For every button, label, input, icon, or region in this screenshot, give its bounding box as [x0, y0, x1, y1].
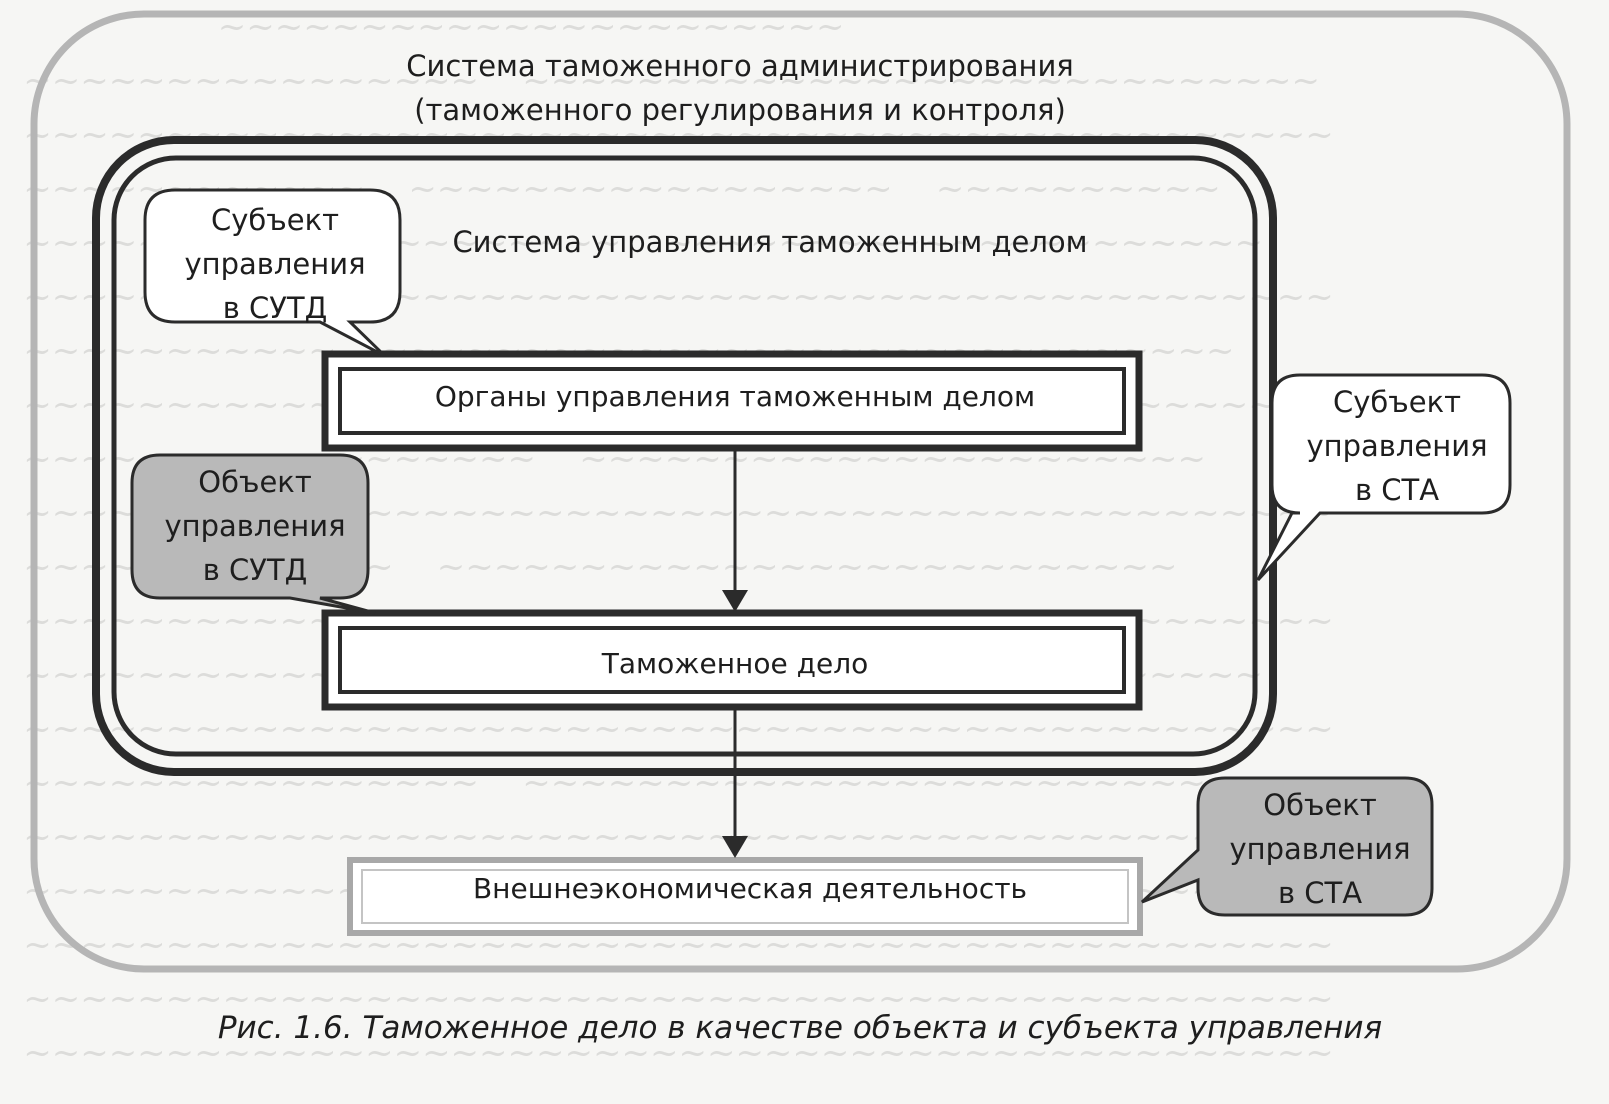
callout-line: управления: [184, 247, 366, 281]
callout-line: Субъект: [1332, 385, 1462, 419]
callout-object-sta-text: Объект управления в СТА: [1195, 783, 1445, 915]
organs-box: [321, 350, 1143, 452]
callout-subject-sutd-text: Субъект управления в СУТД: [150, 198, 400, 330]
organs-box-label: Органы управления таможенным делом: [434, 380, 1036, 413]
callout-line: Субъект: [210, 203, 340, 237]
customs-administration-title-line2: (таможенного регулирования и контроля): [414, 93, 1066, 127]
foreign-economic-activity-box: [347, 857, 1143, 936]
customs-administration-title: Система таможенного администрирования (т…: [260, 44, 1220, 132]
callout-line: управления: [1229, 832, 1411, 866]
callout-line: Объект: [1263, 788, 1377, 822]
foreign-economic-activity-box-label: Внешнеэкономическая деятельность: [472, 872, 1028, 905]
callout-line: в СУТД: [222, 291, 328, 325]
callout-subject-sta-text: Субъект управления в СТА: [1282, 380, 1512, 512]
customs-administration-frame: [30, 10, 1571, 973]
callout-line: управления: [164, 509, 346, 543]
customs-affairs-box: [321, 609, 1143, 711]
arrow-organs-to-customs: [722, 448, 748, 612]
callout-line: в СТА: [1277, 876, 1363, 910]
arrow-customs-to-fea: [722, 707, 748, 858]
callout-object-sutd: [130, 453, 376, 615]
customs-management-title: Система управления таможенным делом: [452, 225, 1088, 259]
figure-caption: Рис. 1.6. Таможенное дело в качестве объ…: [217, 1010, 1383, 1046]
callout-object-sta: [1140, 776, 1434, 917]
callout-subject-sta: [1256, 373, 1512, 582]
callout-line: в СУТД: [202, 553, 308, 587]
callout-subject-sutd: [143, 188, 402, 358]
customs-administration-title-line1: Система таможенного администрирования: [406, 49, 1074, 83]
callout-object-sutd-text: Объект управления в СУТД: [130, 460, 380, 592]
callout-line: Объект: [198, 465, 312, 499]
callout-line: управления: [1306, 429, 1488, 463]
customs-affairs-box-label: Таможенное дело: [601, 647, 869, 680]
callout-line: в СТА: [1354, 473, 1440, 507]
